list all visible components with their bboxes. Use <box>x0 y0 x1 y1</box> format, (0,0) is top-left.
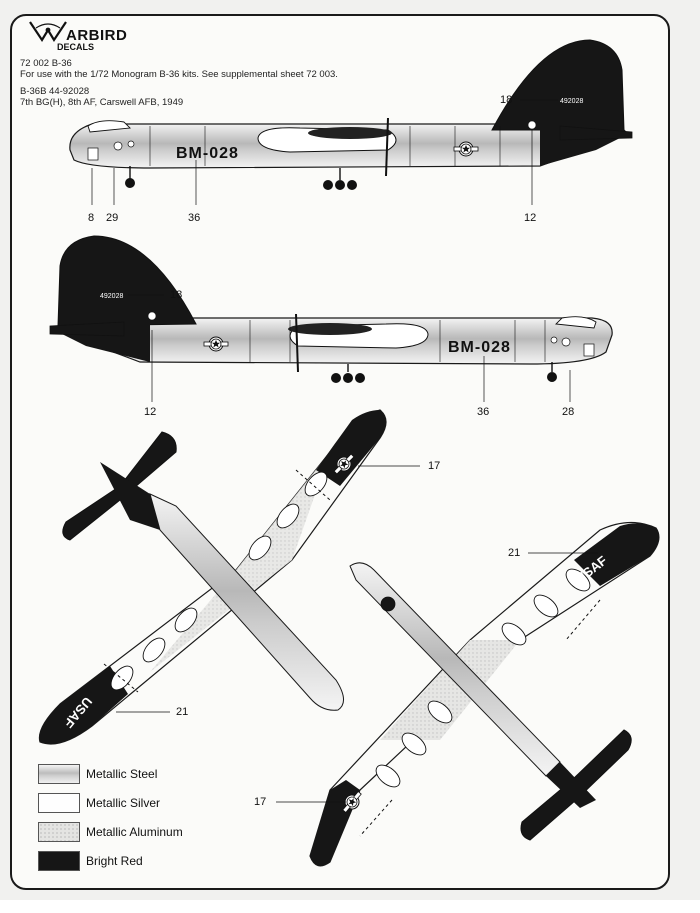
warbird-logo <box>29 21 67 43</box>
callout-36-top: 36 <box>188 212 201 224</box>
brand-name: ARBIRD <box>66 27 128 44</box>
sheet-id: 72 002 B-36 <box>20 58 72 69</box>
callout-18-bottom: 18 <box>170 289 183 301</box>
callout-17-bottom: 17 <box>254 796 267 808</box>
callout-36-bottom: 36 <box>477 406 490 418</box>
tail-number-left: 492028 <box>560 98 583 105</box>
legend-label-silver: Metallic Silver <box>86 796 161 810</box>
buzz-number-left: BM-028 <box>176 145 239 162</box>
aircraft-serial: B-36B 44-92028 <box>20 86 90 97</box>
usage-note: For use with the 1/72 Monogram B-36 kits… <box>20 69 338 80</box>
scan-edge <box>0 900 700 913</box>
callout-29: 29 <box>106 212 119 224</box>
legend-swatch-aluminum <box>38 822 80 842</box>
brand-subtitle: DECALS <box>57 42 95 52</box>
tail-number-right: 492028 <box>100 293 123 300</box>
callout-8: 8 <box>88 212 95 224</box>
legend-label-steel: Metallic Steel <box>86 767 158 781</box>
callout-28: 28 <box>562 406 575 418</box>
callout-12-bottom: 12 <box>144 406 157 418</box>
legend-label-aluminum: Metallic Aluminum <box>86 825 183 839</box>
bottom-view: USAF <box>276 521 660 867</box>
side-view-left: BM-028 492028 <box>69 39 633 205</box>
legend-swatch-steel <box>38 764 80 784</box>
buzz-number-right: BM-028 <box>448 339 511 356</box>
legend-label-red: Bright Red <box>86 854 143 868</box>
legend-swatch-silver <box>38 793 80 813</box>
side-view-right: BM-028 492028 <box>49 235 613 402</box>
legend-swatch-red <box>38 851 80 871</box>
top-view: USAF <box>38 409 420 745</box>
callout-21-right: 21 <box>508 547 521 559</box>
callout-17-top: 17 <box>428 460 441 472</box>
callout-21-left: 21 <box>176 706 189 718</box>
unit-info: 7th BG(H), 8th AF, Carswell AFB, 1949 <box>20 97 184 108</box>
callout-12-top: 12 <box>524 212 537 224</box>
callout-18-top: 18 <box>500 94 513 106</box>
